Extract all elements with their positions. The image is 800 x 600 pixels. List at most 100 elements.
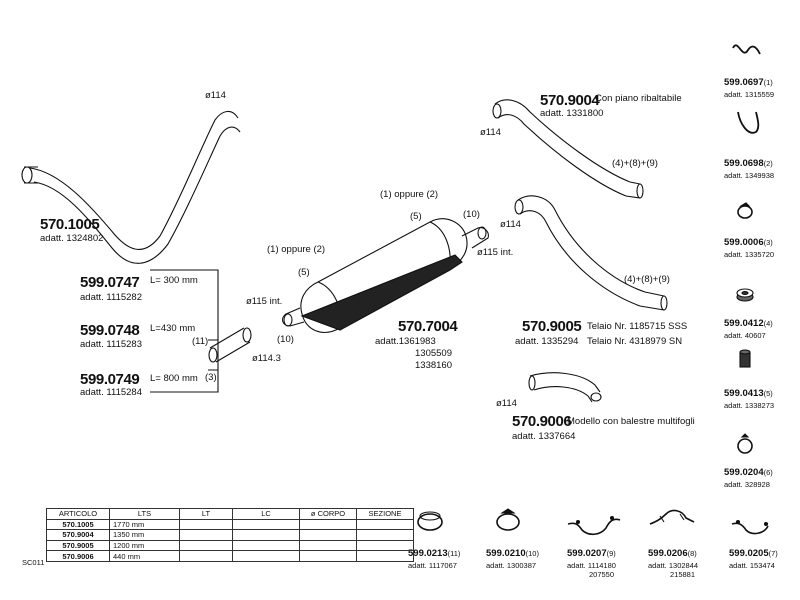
right-part-0-adatt: adatt. 1315559 [724,90,775,99]
bottom-part-3-ref: (8) [687,549,697,558]
bottom-part-4-ref: (7) [768,549,778,558]
muffler-inlet-diameter: ø115 int. [246,296,283,307]
clamp-adatt-0: adatt. 1115282 [80,292,142,303]
pipe-570-9006-diameter: ø114 [496,398,517,409]
bottom-part-4: 599.0205(7) adatt. 153474 [729,543,778,570]
sleeve-ref-10: (10) [277,334,294,345]
right-part-5-code: 599.0204 [724,467,764,478]
header-lts: LTS [109,508,180,520]
right-part-1: 599.0698(2) adatt. 1349938 [724,153,774,180]
bottom-part-3-adatt: adatt. 1302844 [648,561,699,570]
pipe-570-9004-code: 570.9004 [540,92,600,109]
bottom-part-3: 599.0206(8) adatt. 1302844 215881 [648,543,698,579]
right-part-4-ref: (5) [763,389,773,398]
clamp-adatt-1: adatt. 1115283 [80,339,142,350]
pipe-570-1005-drawing [21,110,241,264]
bottom-part-1-adatt: adatt. 1300387 [486,561,537,570]
bottom-part-4-code: 599.0205 [729,548,769,559]
right-part-2-adatt: adatt. 1335720 [724,250,775,259]
header-sezione: SEZIONE [356,508,414,520]
clamp-adatt-2: adatt. 1115284 [80,387,142,398]
bottom-part-3-adatt2: 215881 [670,570,696,579]
clamp-spec-0: L= 300 mm [150,275,198,286]
row-articolo: 570.9005 [46,539,110,552]
right-part-2-ref: (3) [763,238,773,247]
muffler-outlet-diameter: ø115 int. [477,247,514,258]
row-lts: 1350 mm [109,529,180,541]
spec-table-header: ARTICOLO LTS LT LC ø CORPO SEZIONE [46,508,414,520]
pipe-570-9006-note: Modello con balestre multifogli [567,416,695,427]
pipe-570-9005-note2: Telaio Nr. 4318979 SN [587,336,683,347]
pipe-570-1005-adatt: adatt. 1324802 [40,233,104,244]
sleeve-ref-3: (3) [205,372,217,383]
pipe-570-9006-code: 570.9006 [512,413,572,430]
header-lc: LC [232,508,300,520]
right-parts-icons [732,44,761,454]
bottom-part-0-ref: (11) [447,549,461,558]
header-articolo: ARTICOLO [46,508,110,520]
pipe-570-9005-note1: Telaio Nr. 1185715 SSS [587,321,688,332]
bottom-part-4-adatt: adatt. 153474 [729,561,775,570]
sleeve-diameter: ø114.3 [252,353,281,364]
row-lts: 1770 mm [109,518,180,531]
header-corpo: ø CORPO [299,508,357,520]
bottom-part-0-code: 599.0213 [408,548,448,559]
pipe-570-9005-drawing [514,195,668,311]
clamp-spec-2: L= 800 mm [150,373,198,384]
right-part-5-adatt: adatt. 328928 [724,480,770,489]
bottom-part-1-code: 599.0210 [486,548,526,559]
muffler-option-1: (1) oppure (2) [267,244,326,255]
pipe-570-1005-code: 570.1005 [40,216,100,233]
bottom-part-2-ref: (9) [606,549,616,558]
pipe-570-9004-note: Con piano ribaltabile [595,93,682,104]
right-part-2: 599.0006(3) adatt. 1335720 [724,232,774,259]
right-part-2-code: 599.0006 [724,237,764,248]
muffler-adatt: adatt.1361983 [375,336,436,347]
bottom-part-0-adatt: adatt. 1117067 [408,561,457,570]
pipe-570-1005-diameter: ø114 [205,90,226,101]
spec-table: ARTICOLO LTS LT LC ø CORPO SEZIONE 570.1… [46,508,414,562]
right-part-0: 599.0697(1) adatt. 1315559 [724,72,774,99]
bottom-part-1: 599.0210(10) adatt. 1300387 [486,543,539,570]
pipe-570-9006-drawing [528,372,602,403]
right-part-3-adatt: adatt. 40607 [724,331,766,340]
right-part-5: 599.0204(6) adatt. 328928 [724,462,773,489]
bottom-part-2: 599.0207(9) adatt. 1114180 207550 [567,543,616,579]
muffler-outlet-ref10: (10) [463,209,480,220]
clamp-code-2: 599.0749 [80,371,140,388]
right-part-0-ref: (1) [763,78,773,87]
pipe-570-9004-adatt: adatt. 1331800 [540,108,604,119]
right-part-3-ref: (4) [763,319,773,328]
pipe-570-9004-diameter: ø114 [480,127,501,138]
pipe-570-9005-refs: (4)+(8)+(9) [624,274,670,285]
bottom-part-2-adatt2: 207550 [589,570,615,579]
right-part-0-code: 599.0697 [724,77,764,88]
bottom-part-1-ref: (10) [525,549,539,558]
right-part-4: 599.0413(5) adatt. 1338273 [724,383,774,410]
table-row: 570.9006 440 mm [46,550,414,562]
right-part-5-ref: (6) [763,468,773,477]
right-part-4-adatt: adatt. 1338273 [724,401,775,410]
pipe-570-9004-refs: (4)+(8)+(9) [612,158,658,169]
table-row: 570.9005 1200 mm [46,539,414,552]
row-articolo: 570.9006 [46,550,110,562]
bottom-part-3-code: 599.0206 [648,548,688,559]
muffler-adatt-3: 1338160 [415,360,452,371]
row-lts: 440 mm [109,550,180,562]
bottom-part-2-code: 599.0207 [567,548,607,559]
table-row: 570.9004 1350 mm [46,529,414,541]
right-part-3-code: 599.0412 [724,318,764,329]
right-part-3: 599.0412(4) adatt. 40607 [724,313,773,340]
right-part-4-code: 599.0413 [724,388,764,399]
right-part-1-code: 599.0698 [724,158,764,169]
right-part-1-ref: (2) [763,159,773,168]
row-lts: 1200 mm [109,539,180,552]
bottom-part-2-adatt: adatt. 1114180 [567,561,616,570]
clamp-spec-1: L=430 mm [150,323,196,334]
pipe-570-9006-adatt: adatt. 1337664 [512,431,576,442]
right-part-1-adatt: adatt. 1349938 [724,171,775,180]
pipe-570-9005-adatt: adatt. 1335294 [515,336,579,347]
row-articolo: 570.1005 [46,518,110,531]
muffler-option-1-ref5: (5) [298,267,310,278]
